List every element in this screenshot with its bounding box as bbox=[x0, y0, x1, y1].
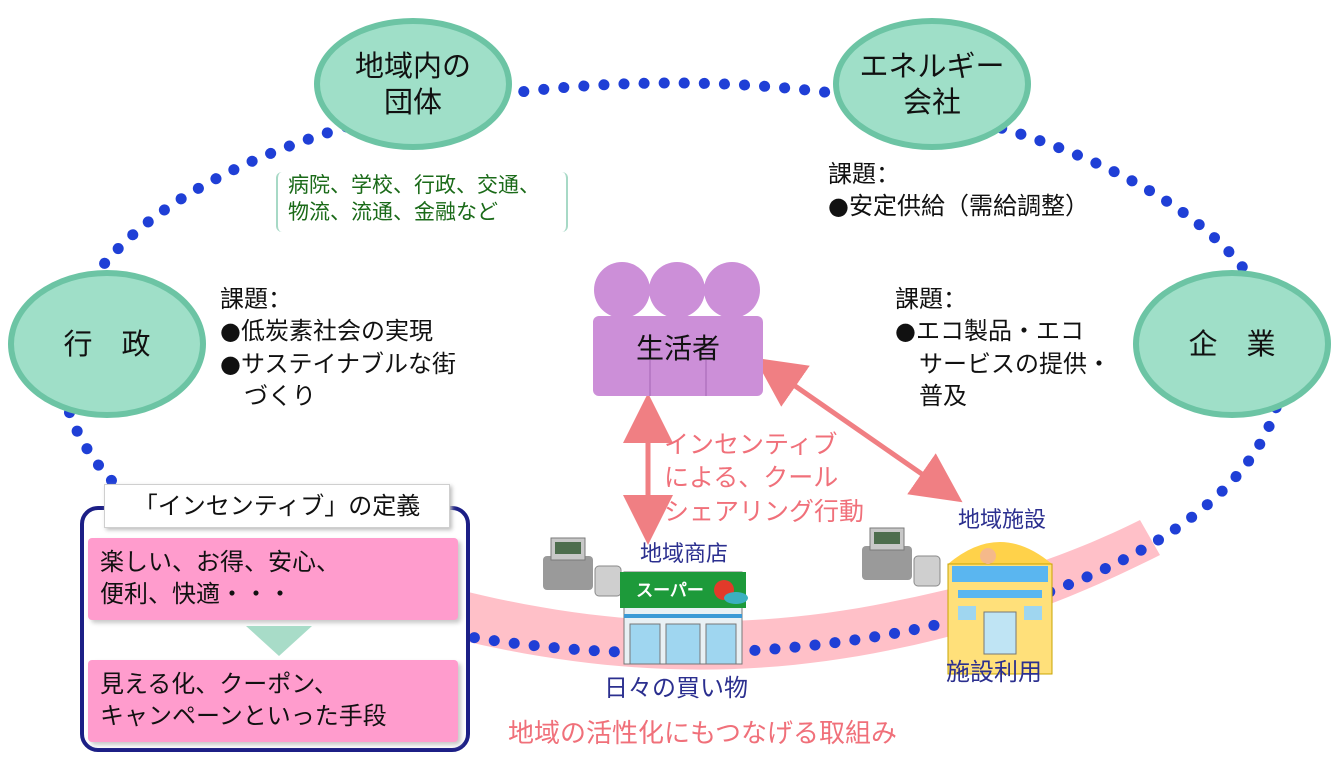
government-issues-heading: 課題： bbox=[220, 285, 292, 313]
community-list-line: 病院、学校、行政、交通、 bbox=[288, 173, 540, 197]
node-enterprise-label: 企 業 bbox=[1188, 326, 1276, 361]
arrow-consumer-facility bbox=[754, 357, 963, 503]
enterprise-issue-item: ●エコ製品・エコ bbox=[895, 317, 1084, 346]
incentive-action-line: シェアリング行動 bbox=[664, 496, 865, 526]
definition-box-benefits: 楽しい、お得、安心、 便利、快適・・・ bbox=[88, 538, 458, 620]
node-energy-company: エネルギー 会社 bbox=[833, 18, 1031, 150]
energy-issues: 課題： ●安定供給（需給調整） bbox=[828, 158, 1089, 223]
definition-box-line: 楽しい、お得、安心、 bbox=[100, 548, 340, 576]
community-list-line: 物流、流通、金融など bbox=[288, 200, 498, 225]
local-store-caption: 日々の買い物 bbox=[604, 674, 748, 702]
definition-title: 「インセンティブ」の定義 bbox=[104, 484, 450, 528]
government-issue-item: づくり bbox=[220, 382, 316, 411]
register-icon bbox=[543, 537, 622, 597]
government-issue-item: ●サステイナブルな街 bbox=[220, 349, 456, 378]
incentive-action-line: インセンティブ bbox=[664, 430, 838, 459]
definition-box-line: 見える化、クーポン、 bbox=[100, 670, 338, 698]
definition-box-line: 便利、快適・・・ bbox=[100, 580, 292, 609]
supermarket-icon bbox=[620, 571, 748, 665]
enterprise-issue-item: 普及 bbox=[895, 382, 967, 411]
consumer-label: 生活者 bbox=[635, 332, 720, 365]
node-community-groups: 地域内の 団体 bbox=[314, 18, 512, 150]
enterprise-issues: 課題： ●エコ製品・エコ サービスの提供・ 普及 bbox=[895, 283, 1111, 413]
local-store-label: 地域商店 bbox=[640, 542, 729, 567]
incentive-action-line: による、クール bbox=[664, 463, 839, 493]
node-government: 行 政 bbox=[8, 270, 206, 418]
enterprise-issue-item: サービスの提供・ bbox=[895, 349, 1111, 378]
down-triangle-icon bbox=[246, 626, 312, 656]
government-issues: 課題： ●低炭素社会の実現 ●サステイナブルな街 づくり bbox=[220, 283, 456, 413]
enterprise-issues-heading: 課題： bbox=[895, 285, 967, 313]
energy-issues-heading: 課題： bbox=[828, 160, 900, 188]
energy-issue-item: ●安定供給（需給調整） bbox=[828, 192, 1089, 221]
register-icon bbox=[862, 527, 941, 587]
node-energy-label: エネルギー 会社 bbox=[859, 48, 1005, 119]
local-facility-caption: 施設利用 bbox=[946, 658, 1042, 686]
definition-box-means: 見える化、クーポン、 キャンペーンといった手段 bbox=[88, 660, 458, 742]
store-sign-text: スーパー bbox=[636, 581, 704, 601]
definition-box-line: キャンペーンといった手段 bbox=[100, 702, 387, 731]
bottom-caption: 地域の活性化にもつなげる取組み bbox=[508, 719, 897, 749]
government-issue-item: ●低炭素社会の実現 bbox=[220, 317, 433, 346]
definition-title-text: 「インセンティブ」の定義 bbox=[133, 491, 421, 520]
local-facility-label: 地域施設 bbox=[958, 508, 1047, 533]
facility-icon bbox=[947, 542, 1053, 675]
incentive-action-text: インセンティブ による、クール シェアリング行動 bbox=[664, 428, 864, 528]
node-government-label: 行 政 bbox=[63, 326, 151, 361]
consumer-group-icon bbox=[593, 262, 763, 396]
node-enterprise: 企 業 bbox=[1133, 270, 1331, 418]
node-community-label: 地域内の 団体 bbox=[354, 48, 471, 119]
community-list: 病院、学校、行政、交通、 物流、流通、金融など bbox=[276, 172, 568, 232]
